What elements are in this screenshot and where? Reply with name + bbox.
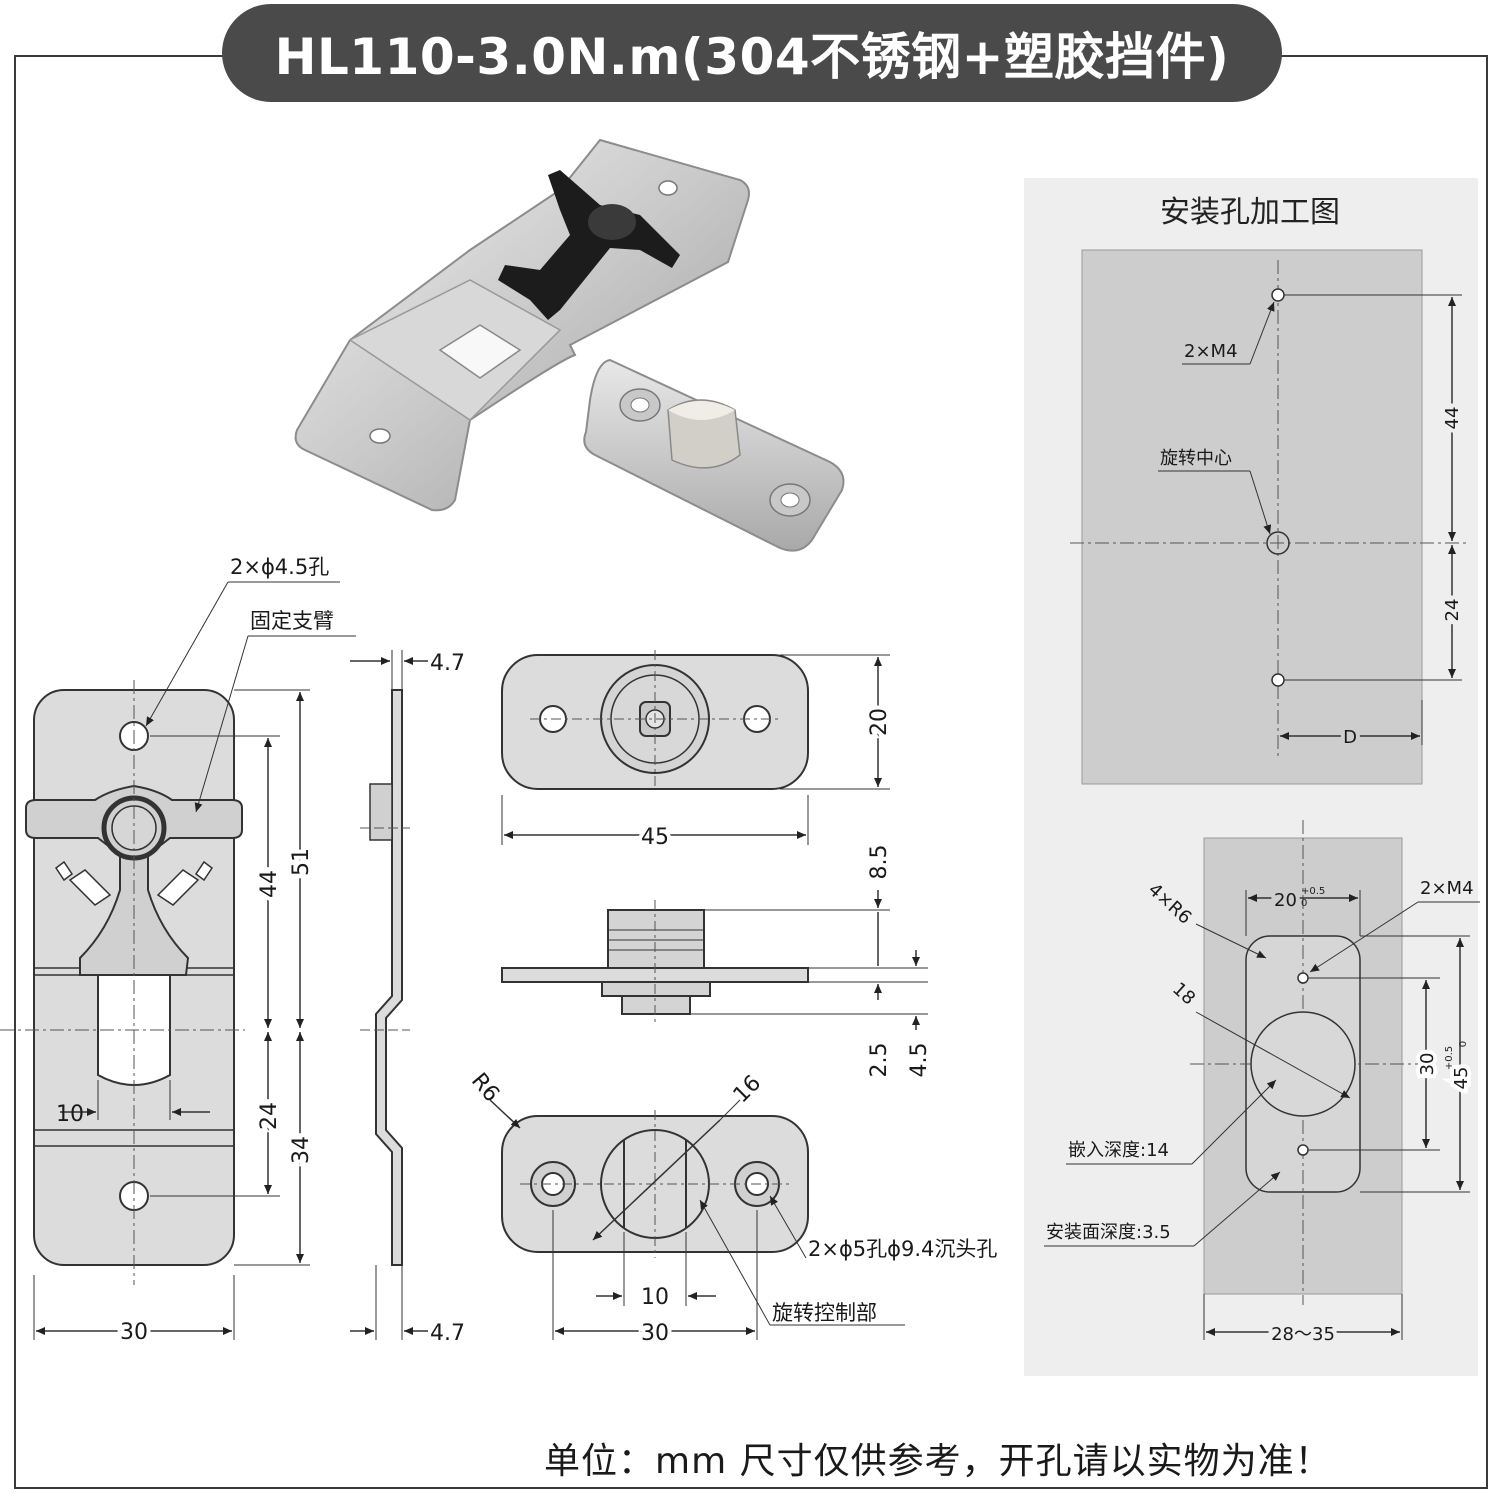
surface-depth-callout: 安装面深度:3.5: [1046, 1222, 1171, 1243]
catch-bottom-view: 16 R6 10 30 2×ϕ5孔ϕ9.4沉头孔 旋转控制部: [466, 1069, 997, 1350]
side-bottom-dim: 4.7: [430, 1321, 465, 1346]
side-top-dim: 4.7: [430, 651, 465, 676]
cutout-45-tol-low: 0: [1458, 1041, 1469, 1047]
main-34-dim: 34: [289, 1136, 314, 1164]
catch-r6-dim: R6: [466, 1069, 504, 1108]
install-m4-callout: 2×M4: [1184, 341, 1238, 362]
main-44-dim: 44: [257, 870, 282, 898]
cutout-range-dim: 28～35: [1271, 1324, 1335, 1345]
catch-bottom-10-dim: 10: [641, 1285, 669, 1310]
catch-height-dim: 20: [867, 708, 892, 736]
side-profile-view: 4.7 4.7: [350, 650, 465, 1346]
product-photo: [294, 138, 845, 552]
catch-bottom-30-dim: 30: [641, 1321, 669, 1346]
cutout-30-dim: 30: [1417, 1053, 1438, 1076]
main-width-dim: 30: [120, 1320, 148, 1345]
footer-note: 单位：mm 尺寸仅供参考，开孔请以实物为准！: [544, 1441, 1332, 1482]
catch-holes-callout: 2×ϕ5孔ϕ9.4沉头孔: [808, 1237, 997, 1261]
install-d-dim: D: [1343, 727, 1357, 748]
holes-callout: 2×ϕ4.5孔: [230, 555, 329, 579]
cutout-20-tol-up: +0.5: [1301, 886, 1325, 897]
embed-depth-callout: 嵌入深度:14: [1068, 1140, 1169, 1161]
main-24-dim: 24: [257, 1102, 282, 1130]
catch-side-view: 8.5 2.5 4.5: [501, 845, 932, 1078]
catch-16-dim: 16: [729, 1071, 766, 1108]
install-24-dim: 24: [1442, 599, 1463, 622]
cutout-m4-callout: 2×M4: [1420, 878, 1474, 899]
main-front-view: 30 10 44 51 24 34 2×ϕ4.5孔 固定支臂: [0, 555, 356, 1349]
cutout-panel: 20 +0.5 0 4×R6 2×M4 18 30 45 +0.5 0 嵌入深度…: [1044, 820, 1480, 1349]
rotation-control-callout: 旋转控制部: [772, 1301, 877, 1325]
cutout-20-tol-low: 0: [1301, 898, 1307, 909]
main-51-dim: 51: [289, 848, 314, 876]
catch-top-view: 45 20: [501, 650, 896, 854]
install-panel-title: 安装孔加工图: [1160, 195, 1340, 230]
cutout-20-dim: 20: [1274, 890, 1297, 911]
catch-85-dim: 8.5: [867, 845, 892, 880]
catch-45-dim: 4.5: [907, 1043, 932, 1078]
install-44-dim: 44: [1442, 407, 1463, 430]
product-title: HL110-3.0N.m(304不锈钢+塑胶挡件): [222, 4, 1282, 102]
cutout-45-dim: 45: [1451, 1067, 1472, 1090]
catch-width-dim: 45: [641, 825, 669, 850]
main-10-dim: 10: [56, 1102, 84, 1127]
arm-callout: 固定支臂: [250, 609, 334, 633]
cutout-45-tol-up: +0.5: [1444, 1046, 1455, 1070]
rotation-center-callout: 旋转中心: [1160, 448, 1232, 469]
catch-25-dim: 2.5: [867, 1043, 892, 1078]
